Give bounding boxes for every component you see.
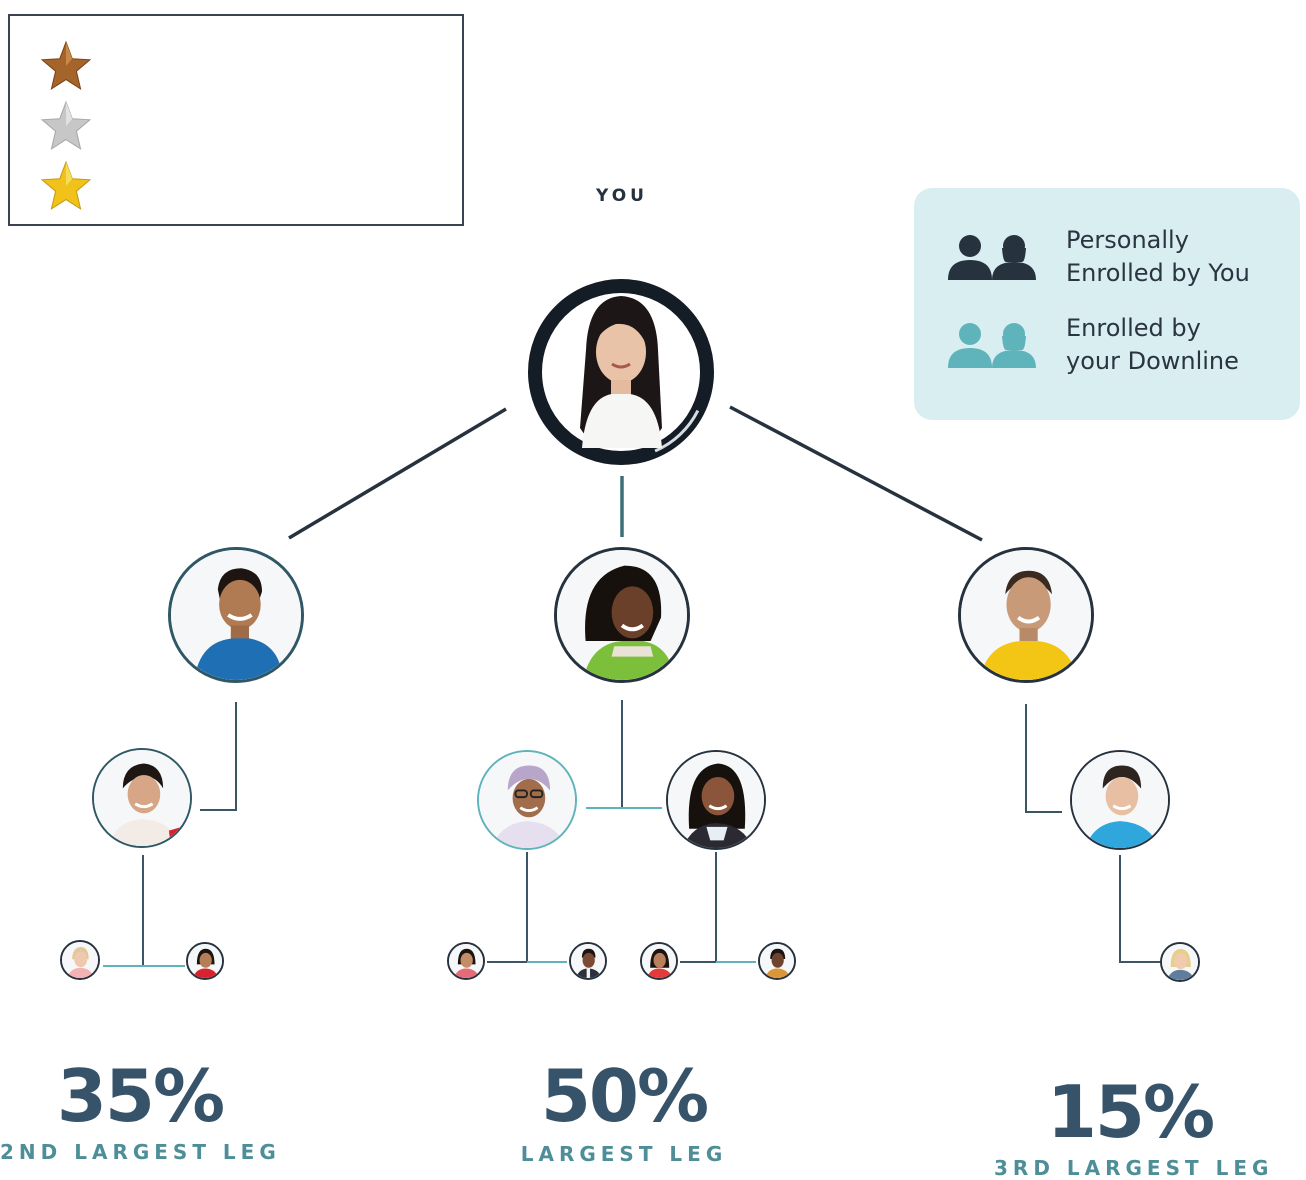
star-key-box [8, 14, 464, 226]
leg3-small-avatar-1 [1160, 942, 1200, 982]
leg1-label: 2ND LARGEST LEG [0, 1140, 281, 1164]
leg2-downline-a-photo [479, 752, 575, 848]
leg2-member-avatar [554, 547, 690, 683]
legend-panel: Personally Enrolled by You Enrolled by y… [914, 188, 1300, 420]
leg2-small-photo-1 [449, 944, 483, 978]
leg3-member-avatar [958, 547, 1094, 683]
leg3-percent: 15% [1046, 1070, 1215, 1154]
leg1-small-photo-2 [188, 944, 222, 978]
root-member-photo [528, 279, 714, 465]
leg2-small-avatar-3 [640, 942, 678, 980]
leg1-small-photo-1 [62, 942, 98, 978]
leg3-member-photo [961, 550, 1091, 680]
legend-downline-line2: your Downline [1066, 347, 1239, 375]
bronze-star-icon [40, 40, 92, 91]
leg2-downline-a-avatar [477, 750, 577, 850]
leg2-percent: 50% [540, 1054, 709, 1138]
leg1-percent: 35% [56, 1054, 225, 1138]
root-member-avatar [508, 278, 734, 466]
leg2-label: LARGEST LEG [520, 1142, 728, 1166]
leg2-member-photo [557, 550, 687, 680]
legend-personal-line1: Personally [1066, 226, 1189, 254]
leg2-small-photo-3 [642, 944, 676, 978]
leg1-small-avatar-1 [60, 940, 100, 980]
root-label: YOU [596, 186, 648, 206]
leg1-downline-avatar [92, 748, 192, 848]
leg1-downline-photo [94, 750, 190, 846]
legend-personal-line2: Enrolled by You [1066, 259, 1250, 287]
legend-downline-line1: Enrolled by [1066, 314, 1201, 342]
leg2-small-avatar-1 [447, 942, 485, 980]
leg1-small-avatar-2 [186, 942, 224, 980]
leg2-small-photo-2 [571, 944, 605, 978]
leg3-downline-avatar [1070, 750, 1170, 850]
legend-personal-text: Personally Enrolled by You [1066, 224, 1250, 290]
root-connectors [288, 405, 983, 542]
leg2-small-avatar-4 [758, 942, 796, 980]
leg1-member-photo [171, 550, 301, 680]
leg1-member-avatar [168, 547, 304, 683]
legend-downline-text: Enrolled by your Downline [1066, 312, 1239, 378]
level-connectors [103, 700, 1160, 967]
leg3-downline-photo [1072, 752, 1168, 848]
leg2-downline-b-avatar [666, 750, 766, 850]
personally-enrolled-icon [948, 235, 1036, 280]
leg3-small-photo-1 [1162, 944, 1198, 980]
silver-star-icon [40, 100, 92, 151]
gold-star-icon [40, 160, 92, 211]
downline-enrolled-icon [948, 323, 1036, 368]
leg2-downline-b-photo [668, 752, 764, 848]
leg2-small-photo-4 [760, 944, 794, 978]
leg2-small-avatar-2 [569, 942, 607, 980]
leg3-label: 3RD LARGEST LEG [994, 1156, 1274, 1180]
